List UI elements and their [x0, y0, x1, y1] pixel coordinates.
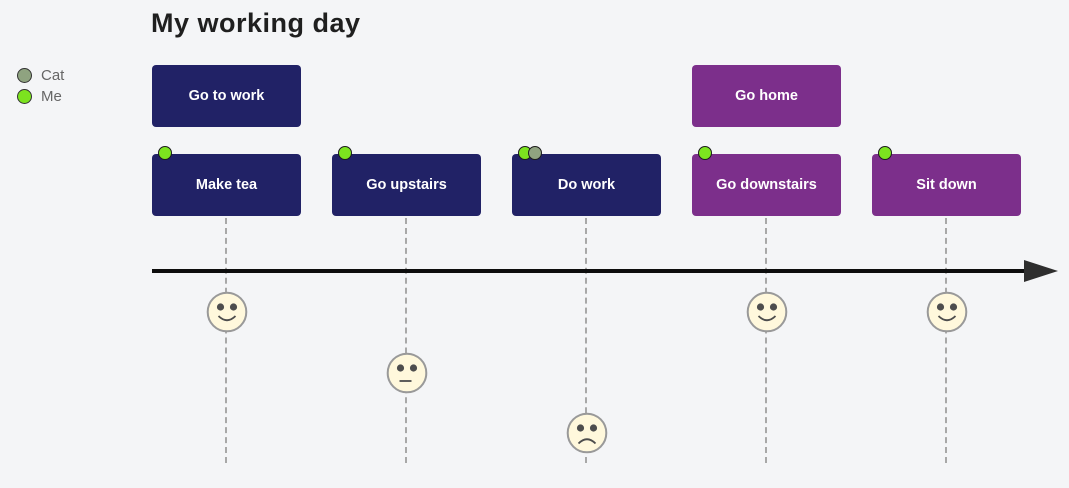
neutral-face-icon: [386, 352, 428, 394]
task-label: Go upstairs: [366, 177, 447, 193]
task-label: Sit down: [916, 177, 977, 193]
guide-line-go-upstairs: [405, 218, 407, 463]
task-box-go-upstairs: Go upstairs: [332, 146, 481, 216]
section-label: Go to work: [188, 88, 265, 104]
guide-line-make-tea: [225, 218, 227, 463]
legend-item-me: Me: [17, 86, 64, 107]
guide-line-go-downstairs: [765, 218, 767, 463]
guide-line-do-work: [585, 218, 587, 463]
legend-label-cat: Cat: [41, 67, 65, 84]
happy-face-icon: [926, 291, 968, 333]
task-label: Do work: [557, 177, 616, 193]
legend: Cat Me: [17, 65, 64, 107]
actor-dot-cat-icon: [528, 146, 542, 160]
sad-face-icon: [566, 412, 608, 454]
task-box-sit-down: Sit down: [872, 146, 1021, 216]
actor-dot-me-icon: [878, 146, 892, 160]
happy-face-icon: [206, 291, 248, 333]
section-label: Go home: [735, 88, 798, 104]
task-box-do-work: Do work: [512, 146, 661, 216]
cat-legend-dot-icon: [17, 68, 32, 83]
legend-item-cat: Cat: [17, 65, 64, 86]
task-label: Go downstairs: [716, 177, 817, 193]
task-box-make-tea: Make tea: [152, 146, 301, 216]
task-label: Make tea: [195, 177, 258, 193]
actor-dot-me-icon: [698, 146, 712, 160]
timeline-arrowhead-icon: [1024, 260, 1058, 282]
page-title: My working day: [151, 8, 361, 38]
actor-dot-me-icon: [338, 146, 352, 160]
actor-dot-me-icon: [158, 146, 172, 160]
legend-label-me: Me: [41, 88, 62, 105]
me-legend-dot-icon: [17, 89, 32, 104]
section-box-go-to-work: Go to work: [152, 65, 301, 127]
happy-face-icon: [746, 291, 788, 333]
section-box-go-home: Go home: [692, 65, 841, 127]
task-box-go-downstairs: Go downstairs: [692, 146, 841, 216]
guide-line-sit-down: [945, 218, 947, 463]
timeline-axis: [152, 269, 1025, 273]
